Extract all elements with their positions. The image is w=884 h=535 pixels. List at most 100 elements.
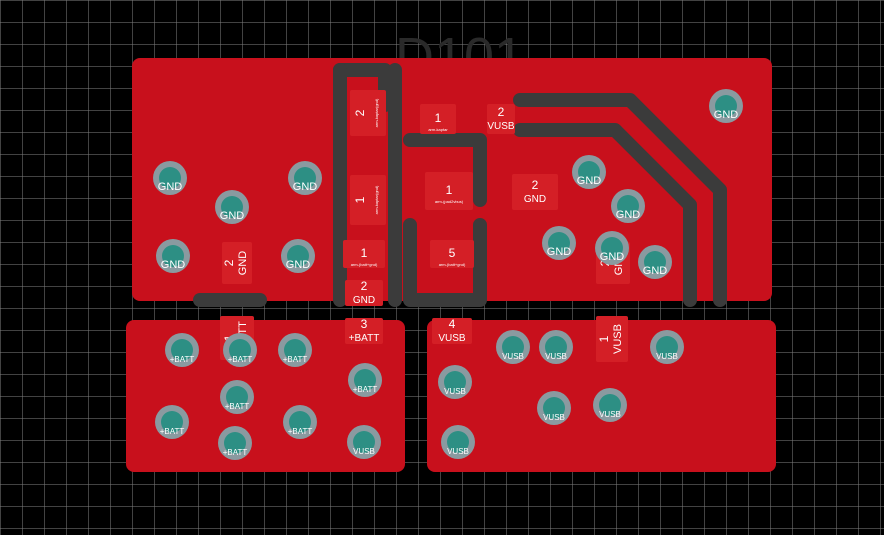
via-drill	[289, 411, 311, 433]
via-12[interactable]: +BATT	[223, 333, 257, 367]
pad-number: 5	[449, 246, 456, 260]
via-drill	[644, 251, 666, 273]
via-drill	[353, 431, 375, 453]
via-drill	[287, 245, 309, 267]
pad-ref: arm-kaptar(gnd)	[374, 185, 379, 214]
pad-10[interactable]: 3+BATT	[345, 317, 383, 344]
trace-gap-u	[403, 218, 487, 307]
via-drill	[543, 397, 565, 419]
via-net-label: VUSB	[545, 352, 567, 361]
pad-net: GND	[524, 194, 546, 205]
via-8[interactable]: GND	[542, 226, 576, 260]
traces	[193, 63, 727, 307]
via-6[interactable]: GND	[572, 155, 606, 189]
via-drill	[162, 245, 184, 267]
via-drill	[159, 167, 181, 189]
via-net-label: GND	[616, 209, 641, 221]
via-net-label: VUSB	[656, 352, 678, 361]
pad-number: 2	[222, 259, 236, 266]
via-2[interactable]: GND	[288, 161, 322, 195]
via-net-label: VUSB	[502, 352, 524, 361]
via-5[interactable]: GND	[709, 89, 743, 123]
pad-shape	[420, 104, 456, 134]
via-18[interactable]: +BATT	[218, 426, 252, 460]
via-drill	[502, 336, 524, 358]
pad-ref: arm-(batt+gnd)	[439, 262, 466, 267]
via-drill	[354, 369, 376, 391]
via-drill	[578, 161, 600, 183]
pad-1[interactable]: 1 arm-kaptar(gnd)	[350, 175, 386, 225]
via-14[interactable]: +BATT	[348, 363, 382, 397]
trace-gap-right-inner	[513, 123, 697, 307]
via-26[interactable]: VUSB	[593, 388, 627, 422]
via-net-label: GND	[161, 259, 186, 271]
via-net-label: +BATT	[225, 402, 250, 411]
via-24[interactable]: VUSB	[650, 330, 684, 364]
via-21[interactable]: VUSB	[441, 425, 475, 459]
via-11[interactable]: +BATT	[165, 333, 199, 367]
via-drill	[656, 336, 678, 358]
via-net-label: GND	[600, 251, 625, 263]
via-net-label: GND	[643, 265, 668, 277]
via-19[interactable]: VUSB	[347, 425, 381, 459]
via-10[interactable]: GND	[595, 231, 629, 265]
via-drill	[545, 336, 567, 358]
via-16[interactable]: +BATT	[155, 405, 189, 439]
pad-6[interactable]: 5 arm-(batt+gnd)	[430, 240, 474, 268]
pad-number: 2	[532, 178, 539, 192]
via-drill	[447, 431, 469, 453]
via-3[interactable]: GND	[156, 239, 190, 273]
pad-net: VUSB	[438, 333, 466, 344]
via-drill	[294, 167, 316, 189]
via-drill	[224, 432, 246, 454]
via-drill	[229, 339, 251, 361]
pad-number: 1	[446, 183, 453, 197]
via-1[interactable]: GND	[215, 190, 249, 224]
pad-shape	[345, 318, 383, 344]
pad-shape	[345, 280, 383, 306]
via-net-label: +BATT	[228, 355, 253, 364]
pad-number: 2	[353, 109, 367, 116]
via-drill	[444, 371, 466, 393]
via-22[interactable]: VUSB	[496, 330, 530, 364]
pad-ref: arm-kaptar(gnd)	[374, 98, 379, 127]
via-23[interactable]: VUSB	[539, 330, 573, 364]
trace-gap-right-outer	[513, 93, 727, 307]
pad-number: 1	[353, 196, 367, 203]
pad-ref: arm-kaptar	[428, 127, 448, 132]
via-drill	[548, 232, 570, 254]
pad-net: VUSB	[612, 324, 624, 354]
via-20[interactable]: VUSB	[438, 365, 472, 399]
via-17[interactable]: +BATT	[283, 405, 317, 439]
pad-number: 4	[449, 317, 456, 331]
pad-number: 2	[498, 105, 505, 119]
pad-number: 3	[361, 317, 368, 331]
via-0[interactable]: GND	[153, 161, 187, 195]
pad-shape	[512, 174, 558, 210]
via-net-label: VUSB	[447, 447, 469, 456]
via-9[interactable]: GND	[638, 245, 672, 279]
pad-shape	[487, 104, 515, 134]
pad-shape	[222, 242, 252, 284]
via-4[interactable]: GND	[281, 239, 315, 273]
pad-0[interactable]: 2 arm-kaptar(gnd)	[350, 90, 386, 136]
pad-shape	[425, 172, 473, 210]
via-drill	[715, 95, 737, 117]
via-25[interactable]: VUSB	[537, 391, 571, 425]
via-net-label: GND	[577, 175, 602, 187]
via-7[interactable]: GND	[611, 189, 645, 223]
via-drill	[599, 394, 621, 416]
via-15[interactable]: +BATT	[220, 380, 254, 414]
via-13[interactable]: +BATT	[278, 333, 312, 367]
pad-number: 1	[597, 335, 611, 342]
